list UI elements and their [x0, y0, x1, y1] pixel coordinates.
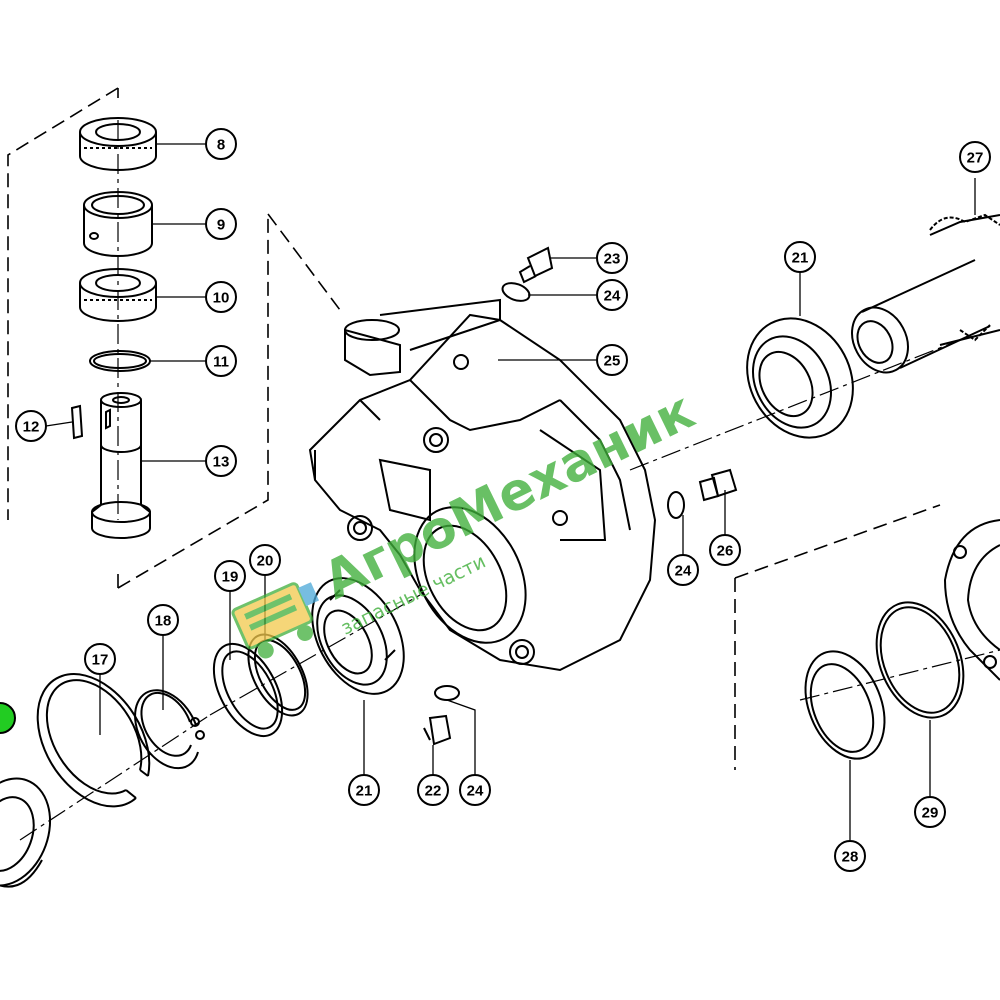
part-18-circlip: [134, 689, 205, 770]
callout-13-label: 13: [213, 454, 230, 471]
callout-17-label: 17: [92, 652, 109, 669]
callout-13: 13: [205, 445, 237, 477]
part-16-seal: [0, 777, 52, 888]
part-24-seal-right: [667, 491, 685, 519]
callout-26: 26: [709, 534, 741, 566]
callout-9-label: 9: [217, 217, 225, 234]
callout-8-label: 8: [217, 137, 225, 154]
callout-20-label: 20: [257, 553, 274, 570]
callout-24-bottom-label: 24: [467, 783, 484, 800]
callout-11: 11: [205, 345, 237, 377]
callout-24-right-label: 24: [675, 563, 692, 580]
callout-19: 19: [214, 560, 246, 592]
callout-19-label: 19: [222, 569, 239, 586]
callout-21-right-label: 21: [792, 250, 809, 267]
callout-16-partial-marker: [0, 702, 16, 734]
part-13-shaft: [91, 392, 151, 539]
callout-23: 23: [596, 242, 628, 274]
callouts: 8 9 10 11 12 13 17 18 19 20 21 21 22 23 …: [15, 128, 991, 872]
callout-9: 9: [205, 208, 237, 240]
callout-24-top: 24: [596, 279, 628, 311]
callout-25-label: 25: [604, 353, 621, 370]
part-12-key: [70, 404, 84, 440]
part-24-seal-bottom: [434, 685, 460, 701]
watermark: АгроМеханик запасные части: [231, 381, 704, 659]
callout-22-label: 22: [425, 783, 442, 800]
part-28-seal: [804, 650, 886, 760]
part-10-bearing: [79, 268, 157, 322]
callout-22: 22: [417, 774, 449, 806]
leader-lines: [45, 143, 976, 840]
part-9-spacer: [83, 191, 153, 257]
tractor-cart-icon: [231, 582, 320, 659]
part-21-bearing-right: [746, 317, 854, 439]
part-29-o-ring: [875, 601, 965, 719]
callout-18: 18: [147, 604, 179, 636]
callout-24-top-label: 24: [604, 288, 621, 305]
watermark-brand: АгроМеханик: [314, 381, 703, 612]
dashed-guide-lines: [7, 87, 941, 770]
callout-10-label: 10: [213, 290, 230, 307]
callout-27: 27: [959, 141, 991, 173]
part-11-o-ring: [89, 350, 151, 372]
callout-10: 10: [205, 281, 237, 313]
callout-23-label: 23: [604, 251, 621, 268]
callout-11-label: 11: [213, 354, 229, 371]
callout-12: 12: [15, 410, 47, 442]
part-27-bevel-pinion-shaft: [851, 213, 1000, 374]
callout-21-right: 21: [784, 241, 816, 273]
part-26-plug: [698, 468, 738, 502]
callout-24-right: 24: [667, 554, 699, 586]
part-22-plug: [423, 714, 452, 746]
callout-26-label: 26: [717, 543, 734, 560]
part-24-seal-top: [501, 282, 531, 302]
part-25-gear-housing: [308, 298, 657, 672]
part-23-screw: [518, 246, 554, 284]
callout-25: 25: [596, 344, 628, 376]
part-17-snap-ring: [36, 673, 151, 808]
part-21-bearing-left: [311, 577, 405, 695]
callout-18-label: 18: [155, 613, 172, 630]
part-cover-right: [943, 519, 1000, 681]
callout-29: 29: [914, 796, 946, 828]
callout-12-label: 12: [23, 419, 40, 436]
callout-27-label: 27: [967, 150, 984, 167]
callout-21-left-label: 21: [356, 783, 373, 800]
callout-29-label: 29: [922, 805, 939, 822]
callout-24-bottom: 24: [459, 774, 491, 806]
callout-17: 17: [84, 643, 116, 675]
callout-8: 8: [205, 128, 237, 160]
callout-28: 28: [834, 840, 866, 872]
callout-28-label: 28: [842, 849, 859, 866]
axis-lines: [19, 120, 1000, 841]
callout-21-left: 21: [348, 774, 380, 806]
callout-20: 20: [249, 544, 281, 576]
